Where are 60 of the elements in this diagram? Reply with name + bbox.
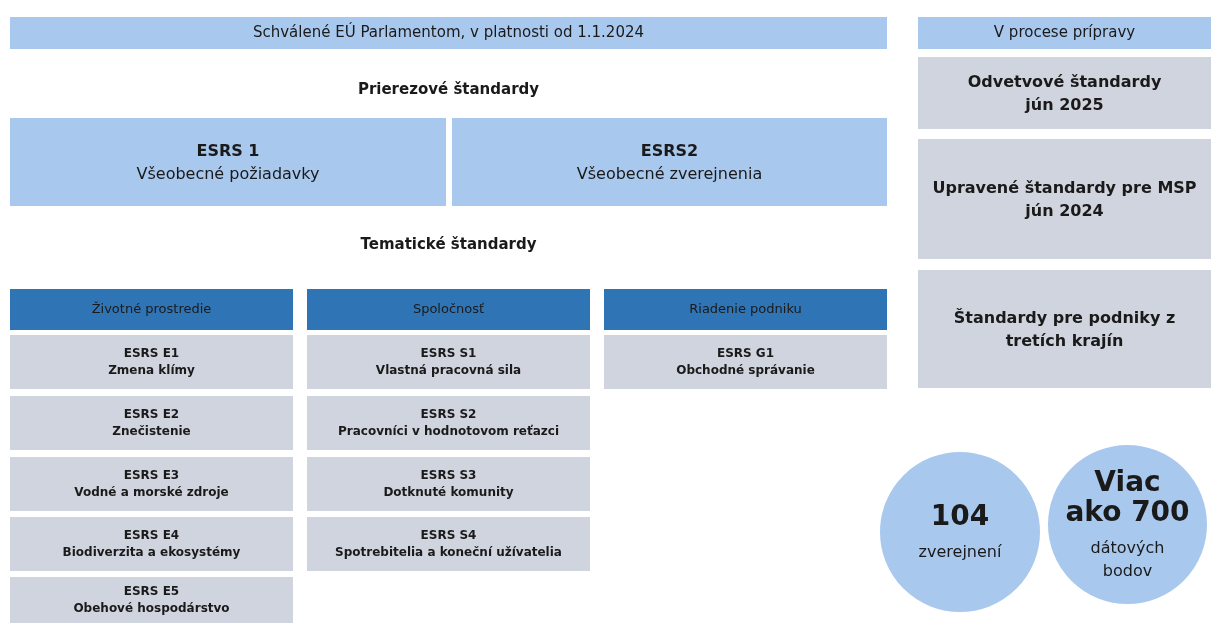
standard-box bbox=[10, 457, 293, 511]
standard-code: Upravené štandardy pre MSP bbox=[932, 176, 1197, 199]
section-banner bbox=[10, 17, 887, 49]
category-header bbox=[10, 289, 293, 330]
standard-title: Dotknuté komunity bbox=[383, 484, 514, 501]
heading-text: V procese prípravy bbox=[993, 22, 1136, 44]
standard-title: Všeobecné požiadavky bbox=[136, 163, 320, 185]
standard-code: ESRS E1 bbox=[123, 344, 180, 362]
heading-text: Schválené EÚ Parlamentom, v platnosti od 1.1.2024 bbox=[252, 22, 645, 44]
heading-text: Riadenie podniku bbox=[689, 300, 802, 319]
stat-caption: zverejnení bbox=[918, 540, 1002, 563]
standard-box bbox=[10, 396, 293, 450]
standard-code: ESRS S4 bbox=[420, 526, 477, 544]
standard-box bbox=[10, 577, 293, 623]
section-heading: Tematické štandardy bbox=[359, 235, 538, 253]
standard-box bbox=[918, 57, 1211, 129]
standard-code: ESRS2 bbox=[640, 139, 699, 162]
standard-title: Zmena klímy bbox=[108, 362, 195, 379]
standard-box bbox=[10, 335, 293, 389]
standard-title: Obchodné správanie bbox=[676, 362, 815, 379]
standard-title: jún 2025 bbox=[1025, 94, 1104, 116]
standard-box bbox=[307, 396, 590, 450]
standard-box bbox=[10, 118, 446, 206]
stat-value: Viac ako 700 bbox=[1064, 466, 1191, 529]
category-header bbox=[604, 289, 887, 330]
category-header bbox=[307, 289, 590, 330]
standard-title: Znečistenie bbox=[112, 423, 191, 440]
standard-box bbox=[604, 335, 887, 389]
standard-title: Biodiverzita a ekosystémy bbox=[62, 544, 241, 561]
standard-code: ESRS E4 bbox=[123, 526, 180, 544]
standard-box bbox=[307, 335, 590, 389]
standard-title: Spotrebitelia a koneční užívatelia bbox=[335, 544, 562, 561]
standard-code: ESRS E5 bbox=[123, 582, 180, 600]
standard-box bbox=[307, 517, 590, 571]
standard-code: ESRS E2 bbox=[123, 405, 180, 423]
standard-title: Vodné a morské zdroje bbox=[74, 484, 229, 501]
section-banner bbox=[918, 17, 1211, 49]
standard-code: ESRS S3 bbox=[420, 466, 477, 484]
section-heading: Prierezové štandardy bbox=[356, 80, 541, 98]
heading-text: Spoločnosť bbox=[412, 300, 485, 319]
standard-title: jún 2024 bbox=[1025, 200, 1104, 222]
standard-title: Vlastná pracovná sila bbox=[375, 362, 522, 379]
standard-box bbox=[307, 457, 590, 511]
standard-box bbox=[452, 118, 887, 206]
standard-box bbox=[918, 270, 1211, 388]
stat-value: 104 bbox=[930, 501, 990, 532]
standard-code: ESRS E3 bbox=[123, 466, 180, 484]
standard-code: ESRS G1 bbox=[716, 344, 775, 362]
standard-code: ESRS S2 bbox=[420, 405, 477, 423]
stat-caption: dátových bodov bbox=[1089, 537, 1166, 583]
heading-text: Štandardy pre podniky z tretích krajín bbox=[952, 306, 1177, 352]
heading-text: Životné prostredie bbox=[91, 300, 212, 319]
standard-box bbox=[918, 139, 1211, 259]
standard-box bbox=[10, 517, 293, 571]
standard-title: Všeobecné zverejnenia bbox=[576, 163, 763, 185]
standard-code: ESRS 1 bbox=[196, 139, 260, 162]
standard-title: Pracovníci v hodnotovom reťazci bbox=[337, 423, 559, 440]
standard-code: Odvetvové štandardy bbox=[967, 70, 1162, 93]
standard-code: ESRS S1 bbox=[420, 344, 477, 362]
standard-title: Obehové hospodárstvo bbox=[73, 600, 230, 617]
